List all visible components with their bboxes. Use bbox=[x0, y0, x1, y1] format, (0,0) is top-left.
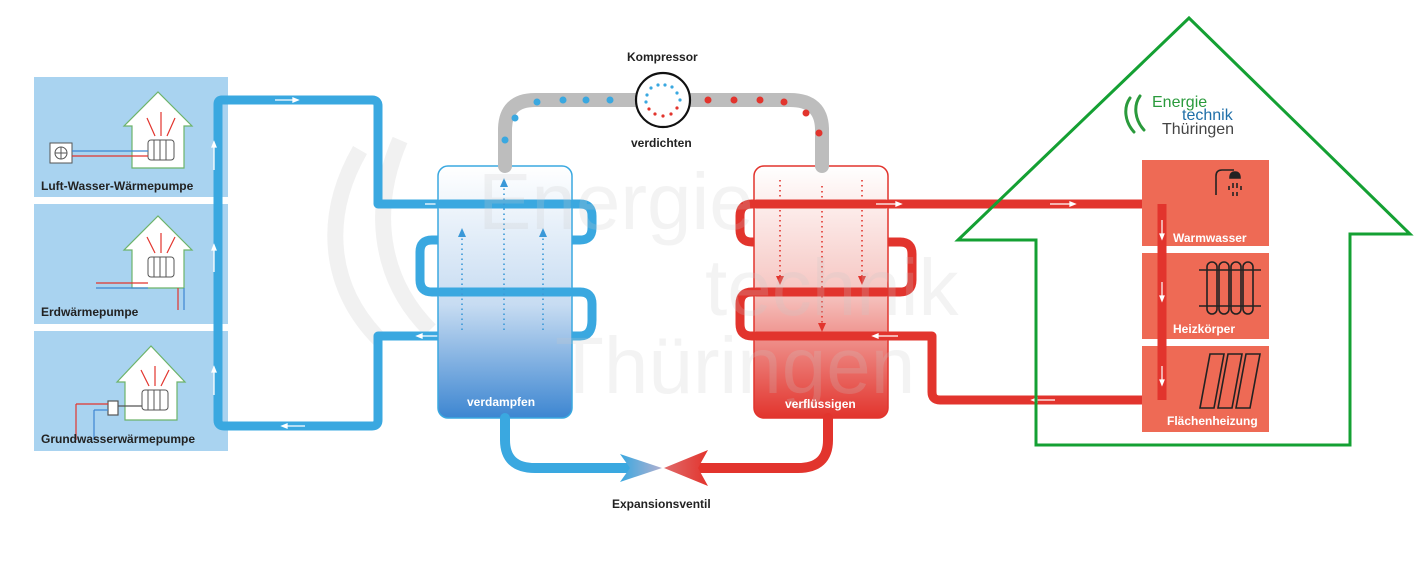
house-icon bbox=[115, 91, 194, 421]
shower-icon bbox=[1215, 169, 1242, 196]
evaporator-label: verdampfen bbox=[467, 395, 536, 409]
groundwater-well-icon bbox=[75, 400, 142, 440]
expansion-valve-label: Expansionsventil bbox=[612, 497, 711, 511]
heating-loop bbox=[735, 199, 1167, 405]
source-label-groundwater: Grundwasserwärmepumpe bbox=[41, 432, 196, 446]
flow-arrows bbox=[211, 97, 453, 429]
heat-arrows-icon bbox=[140, 112, 176, 387]
source-panel-air bbox=[34, 77, 228, 197]
house-outline bbox=[954, 15, 1414, 447]
source-label-air: Luft-Wasser-Wärmepumpe bbox=[41, 179, 194, 193]
logo-line-2: technik bbox=[1182, 107, 1233, 124]
expansion-valve-icon bbox=[620, 450, 708, 486]
refrigerant-dots bbox=[501, 96, 823, 144]
mini-radiator-icon bbox=[141, 139, 175, 411]
consumer-label-hot-water: Warmwasser bbox=[1173, 231, 1247, 245]
falling-condensate-arrows bbox=[776, 180, 866, 332]
source-label-ground: Erdwärmepumpe bbox=[41, 305, 139, 319]
rising-vapor-arrows bbox=[458, 178, 547, 330]
watermark-line-1: Energie bbox=[478, 157, 754, 246]
watermark-swirl-icon bbox=[327, 136, 436, 346]
compressor-action: verdichten bbox=[631, 136, 692, 150]
watermark-line-3: Thüringen bbox=[555, 321, 916, 410]
ground-probe-icon bbox=[96, 282, 185, 310]
logo-line-3: Thüringen bbox=[1162, 121, 1235, 138]
logo-line-1: Energie bbox=[1152, 94, 1208, 111]
source-panel-ground bbox=[34, 204, 228, 324]
condenser-label: verflüssigen bbox=[785, 397, 856, 411]
compressor-title: Kompressor bbox=[627, 50, 698, 64]
consumer-label-floor-heating: Flächenheizung bbox=[1167, 414, 1258, 428]
floor-heating-icon bbox=[1199, 353, 1261, 409]
radiator-icon bbox=[1199, 261, 1261, 315]
source-loop bbox=[213, 95, 597, 431]
fan-unit-icon bbox=[49, 142, 148, 164]
compressor-icon bbox=[634, 71, 692, 129]
logo-leaf-icon bbox=[1124, 94, 1146, 134]
consumer-label-radiator: Heizkörper bbox=[1173, 322, 1236, 336]
watermark-line-2: technik bbox=[705, 243, 959, 332]
